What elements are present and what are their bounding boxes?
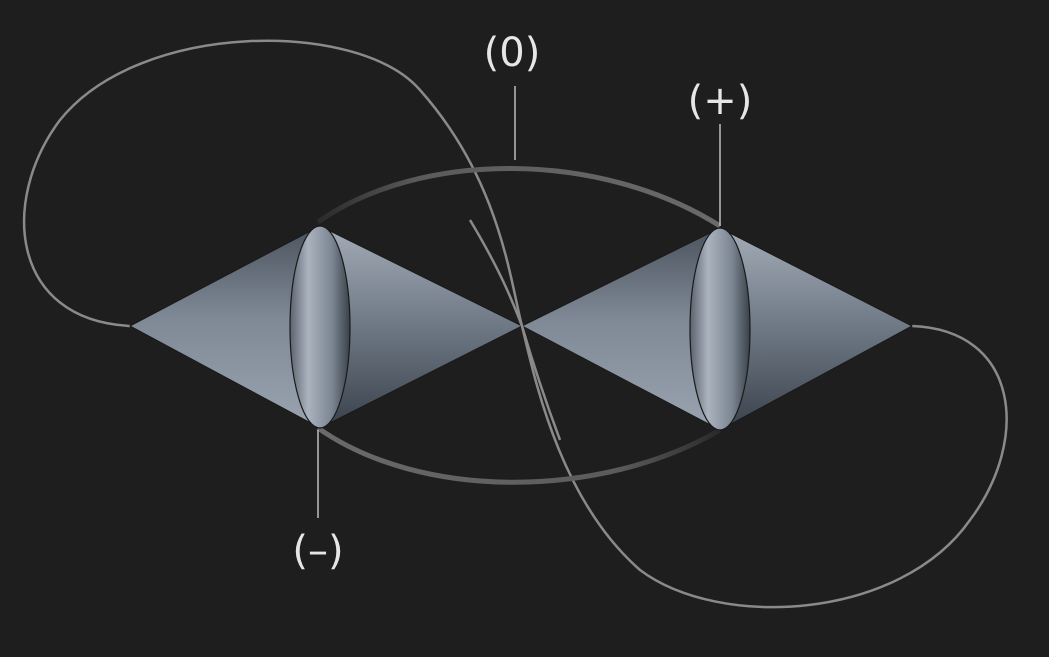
- outer-loop-center-segment: [468, 219, 562, 441]
- left-double-cone: [128, 225, 524, 429]
- right-double-cone: [520, 227, 914, 431]
- bottom-arc: [316, 425, 722, 485]
- top-arc: [316, 166, 722, 229]
- label-zero: (0): [484, 30, 541, 76]
- left-cone-disc: [289, 225, 351, 429]
- right-cone-disc: [689, 227, 751, 431]
- label-minus: (–): [292, 528, 343, 574]
- label-plus: (+): [688, 78, 753, 124]
